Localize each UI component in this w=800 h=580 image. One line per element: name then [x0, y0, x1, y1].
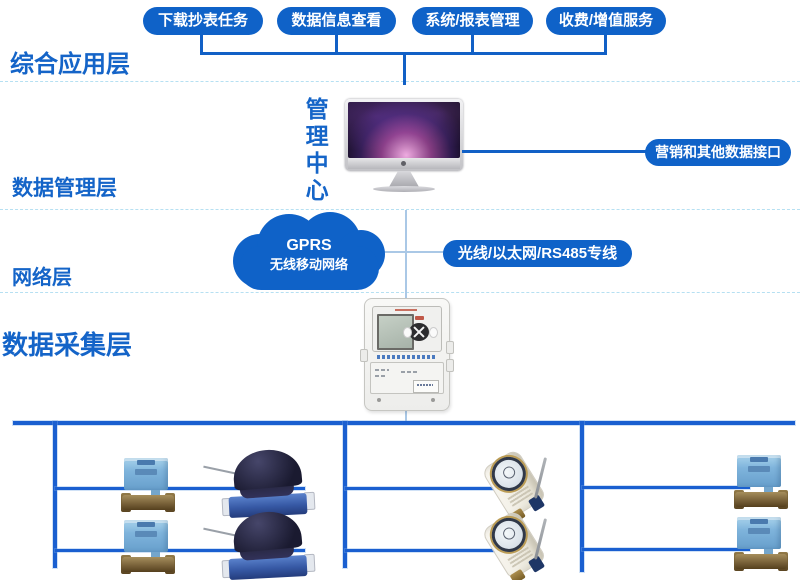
branch-line — [345, 549, 510, 552]
connector-line — [200, 35, 203, 53]
valve-stem — [764, 487, 773, 493]
cloud-text: GPRS 无线移动网络 — [233, 212, 385, 292]
connector-line — [335, 35, 338, 53]
meter-dome — [231, 509, 303, 553]
valve-body — [735, 554, 787, 569]
imac-base — [373, 186, 435, 192]
collector-dpad — [409, 323, 429, 341]
network-line — [405, 210, 407, 300]
collector-key — [403, 327, 412, 338]
app-box-billing-service: 收费/增值服务 — [546, 7, 666, 35]
valve-actuator — [124, 520, 168, 552]
motor-valve-icon — [121, 520, 175, 576]
bus-drop-line — [53, 421, 57, 568]
bus-line — [13, 421, 795, 425]
prepaid-water-meter-icon — [480, 509, 548, 580]
motor-valve-icon — [734, 517, 788, 573]
branch-line — [345, 487, 510, 490]
valve-label — [748, 528, 770, 534]
data-collector-icon — [360, 298, 454, 411]
valve-label — [750, 457, 768, 462]
valve-label — [748, 466, 770, 472]
connector-line — [471, 35, 474, 53]
cloud-lobe — [239, 246, 379, 290]
valve-label — [135, 469, 157, 475]
valve-stem — [151, 490, 160, 496]
valve-actuator — [737, 517, 781, 549]
connector-line — [604, 35, 607, 53]
valve-body — [735, 492, 787, 507]
imac-display — [348, 102, 460, 158]
valve-label — [750, 519, 768, 524]
app-box-system-report: 系统/报表管理 — [412, 7, 533, 35]
layer-label-data-management: 数据管理层 — [12, 177, 117, 200]
branch-line — [582, 548, 750, 551]
valve-label — [137, 460, 155, 465]
valve-stem — [764, 549, 773, 555]
motor-valve-icon — [121, 458, 175, 514]
collector-lug — [360, 349, 368, 362]
layer-label-network: 网络层 — [12, 267, 72, 289]
layer-label-application: 综合应用层 — [10, 51, 130, 78]
collector-button — [415, 316, 424, 320]
meter-dome — [231, 447, 303, 491]
network-line — [383, 251, 445, 253]
bus-drop-line — [580, 421, 584, 572]
valve-body — [122, 557, 174, 572]
bus-drop-line — [343, 421, 347, 568]
wireless-water-meter-icon — [203, 447, 316, 520]
collector-sticker — [413, 380, 439, 393]
valve-actuator — [124, 458, 168, 490]
management-computer-icon — [345, 99, 463, 193]
layer-label-data-collection: 数据采集层 — [2, 330, 133, 360]
app-box-download-tasks: 下载抄表任务 — [143, 7, 263, 35]
meter-body-group — [469, 502, 558, 580]
branch-line — [582, 486, 750, 489]
gprs-cloud-icon: GPRS 无线移动网络 — [233, 212, 385, 292]
collector-screw — [431, 398, 435, 402]
wired-network-box: 光线/以太网/RS485专线 — [443, 240, 632, 267]
motor-valve-icon — [734, 455, 788, 511]
management-center-label: 管理中心 — [302, 97, 329, 205]
imac-stand — [389, 171, 419, 187]
collector-lug — [446, 341, 454, 354]
app-box-data-view: 数据信息查看 — [277, 7, 396, 35]
collector-screw — [377, 398, 381, 402]
connector-line — [462, 150, 648, 153]
valve-label — [135, 531, 157, 537]
network-line — [405, 407, 407, 425]
valve-stem — [151, 552, 160, 558]
collector-marking — [401, 371, 417, 373]
collector-marking — [395, 309, 417, 311]
branch-line — [55, 487, 305, 490]
wireless-network-label: 无线移动网络 — [269, 256, 348, 272]
valve-label — [137, 522, 155, 527]
wireless-water-meter-icon — [203, 509, 316, 580]
connector-line — [403, 52, 406, 85]
imac-chin-apple-logo — [348, 158, 460, 169]
valve-actuator — [737, 455, 781, 487]
collector-brand-strip — [377, 355, 435, 359]
layer-divider — [0, 292, 800, 293]
branch-line — [55, 549, 305, 552]
collector-marking — [375, 369, 389, 371]
collector-marking — [375, 375, 385, 377]
collector-lower-panel — [370, 362, 444, 394]
valve-body — [122, 495, 174, 510]
layer-divider — [0, 209, 800, 210]
marketing-interface-box: 营销和其他数据接口 — [645, 139, 791, 166]
collector-lug — [446, 359, 454, 372]
gprs-label: GPRS — [286, 237, 332, 255]
layer-divider — [0, 81, 800, 82]
collector-key — [429, 327, 438, 338]
imac-screen — [345, 99, 463, 171]
